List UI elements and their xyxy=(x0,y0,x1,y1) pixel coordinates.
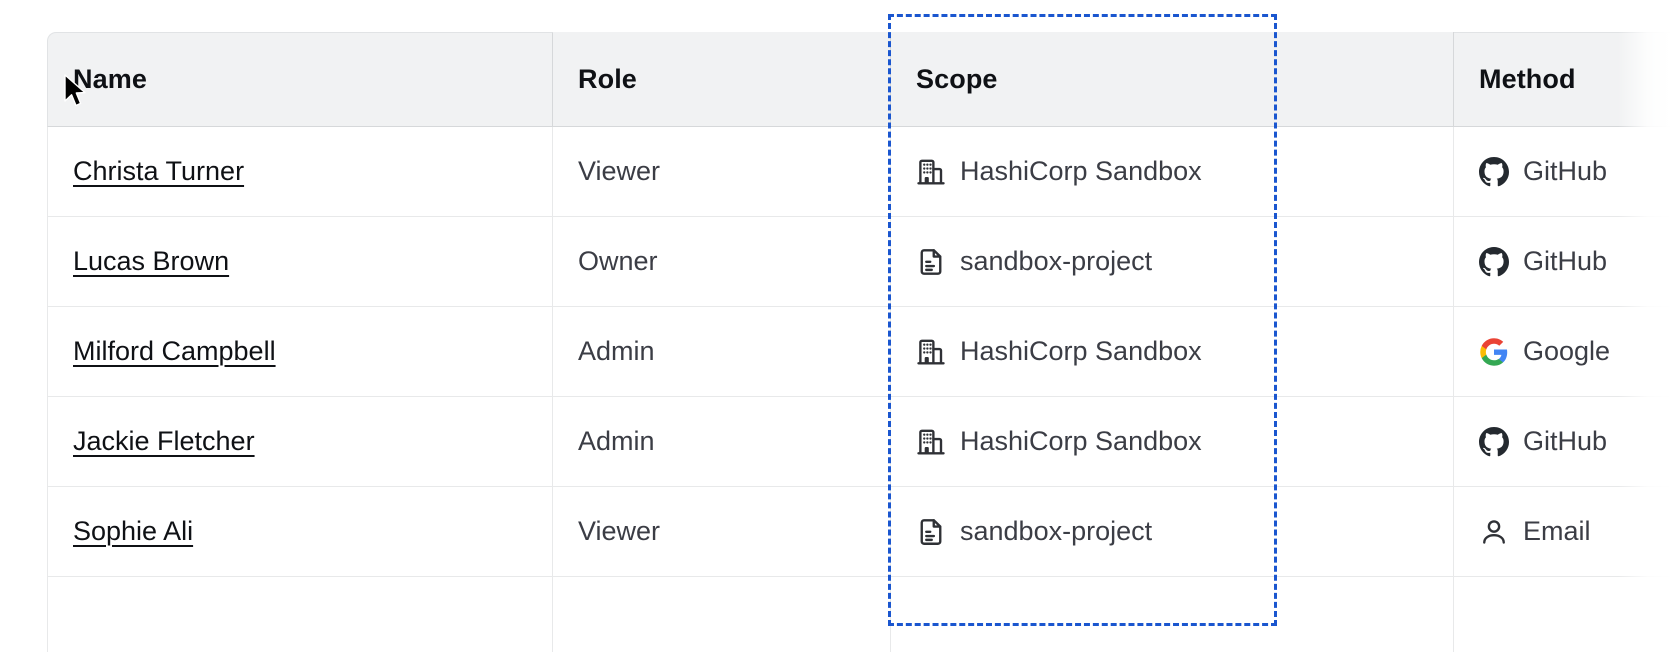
cell-role: Viewer xyxy=(553,487,891,577)
github-icon xyxy=(1479,246,1509,276)
cell-scope xyxy=(891,577,1454,652)
cell-name: Jackie Fletcher xyxy=(47,397,553,487)
table-row[interactable]: Lucas Brown Owner sandbox-project GitHub xyxy=(47,217,1672,307)
method-label: GitHub xyxy=(1523,246,1608,276)
method-label: Email xyxy=(1523,516,1591,546)
scope-value: HashiCorp Sandbox xyxy=(916,336,1453,367)
member-name-link[interactable]: Jackie Fletcher xyxy=(73,426,255,456)
cell-name: Lucas Brown xyxy=(47,217,553,307)
cell-scope: HashiCorp Sandbox xyxy=(891,397,1454,487)
cell-role: Viewer xyxy=(553,127,891,217)
scope-label: sandbox-project xyxy=(960,516,1153,546)
table-row[interactable]: Christa Turner Viewer HashiCorp Sandbox Git… xyxy=(47,127,1672,217)
cell-role xyxy=(553,577,891,652)
cell-method: GitHub xyxy=(1454,127,1672,217)
user-person-icon xyxy=(1483,519,1505,544)
method-value: GitHub xyxy=(1479,246,1672,277)
cell-scope: sandbox-project xyxy=(891,487,1454,577)
column-header-role[interactable]: Role xyxy=(553,32,891,127)
organization-building-icon xyxy=(917,159,945,184)
cell-role: Admin xyxy=(553,307,891,397)
scope-value: HashiCorp Sandbox xyxy=(916,426,1453,457)
cell-role: Owner xyxy=(553,217,891,307)
member-name-link[interactable]: Sophie Ali xyxy=(73,516,194,546)
project-document-icon xyxy=(920,518,942,545)
scope-value: sandbox-project xyxy=(916,246,1453,277)
scope-label: sandbox-project xyxy=(960,246,1153,276)
method-value: Google xyxy=(1479,336,1672,367)
table-row[interactable]: Jackie Fletcher Admin HashiCorp Sandbox Git… xyxy=(47,397,1672,487)
member-name-link[interactable]: Milford Campbell xyxy=(73,336,276,366)
organization-building-icon xyxy=(917,339,945,364)
cell-scope: HashiCorp Sandbox xyxy=(891,307,1454,397)
member-name-link[interactable]: Christa Turner xyxy=(73,156,245,186)
scope-label: HashiCorp Sandbox xyxy=(960,426,1202,456)
column-header-method[interactable]: Method xyxy=(1454,32,1672,127)
cell-name: Sophie Ali xyxy=(47,487,553,577)
github-icon xyxy=(1479,426,1509,456)
github-icon xyxy=(1479,156,1509,186)
organization-building-icon xyxy=(917,429,945,454)
column-header-scope[interactable]: Scope xyxy=(891,32,1454,127)
cell-method: GitHub xyxy=(1454,397,1672,487)
cell-name: Milford Campbell xyxy=(47,307,553,397)
scope-value: HashiCorp Sandbox xyxy=(916,156,1453,187)
table-header: Name Role Scope Method xyxy=(47,32,1672,127)
cell-scope: sandbox-project xyxy=(891,217,1454,307)
table-row[interactable] xyxy=(47,577,1672,652)
google-icon xyxy=(1480,337,1508,366)
scope-value: sandbox-project xyxy=(916,516,1453,547)
table-header-row: Name Role Scope Method xyxy=(47,32,1672,127)
table-row[interactable]: Sophie Ali Viewer sandbox-project Email xyxy=(47,487,1672,577)
column-header-name[interactable]: Name xyxy=(47,32,553,127)
table-row[interactable]: Milford Campbell Admin HashiCorp Sandbox Go… xyxy=(47,307,1672,397)
method-value: Email xyxy=(1479,516,1672,547)
method-value: GitHub xyxy=(1479,156,1672,187)
member-name-link[interactable]: Lucas Brown xyxy=(73,246,230,276)
method-label: GitHub xyxy=(1523,156,1608,186)
method-value: GitHub xyxy=(1479,426,1672,457)
scope-label: HashiCorp Sandbox xyxy=(960,336,1202,366)
cell-name: Christa Turner xyxy=(47,127,553,217)
cell-method: Email xyxy=(1454,487,1672,577)
cell-method: GitHub xyxy=(1454,217,1672,307)
scope-label: HashiCorp Sandbox xyxy=(960,156,1202,186)
cell-name xyxy=(47,577,553,652)
cell-method xyxy=(1454,577,1672,652)
method-label: Google xyxy=(1523,336,1611,366)
cell-method: Google xyxy=(1454,307,1672,397)
method-label: GitHub xyxy=(1523,426,1608,456)
cell-scope: HashiCorp Sandbox xyxy=(891,127,1454,217)
project-document-icon xyxy=(920,248,942,275)
cell-role: Admin xyxy=(553,397,891,487)
